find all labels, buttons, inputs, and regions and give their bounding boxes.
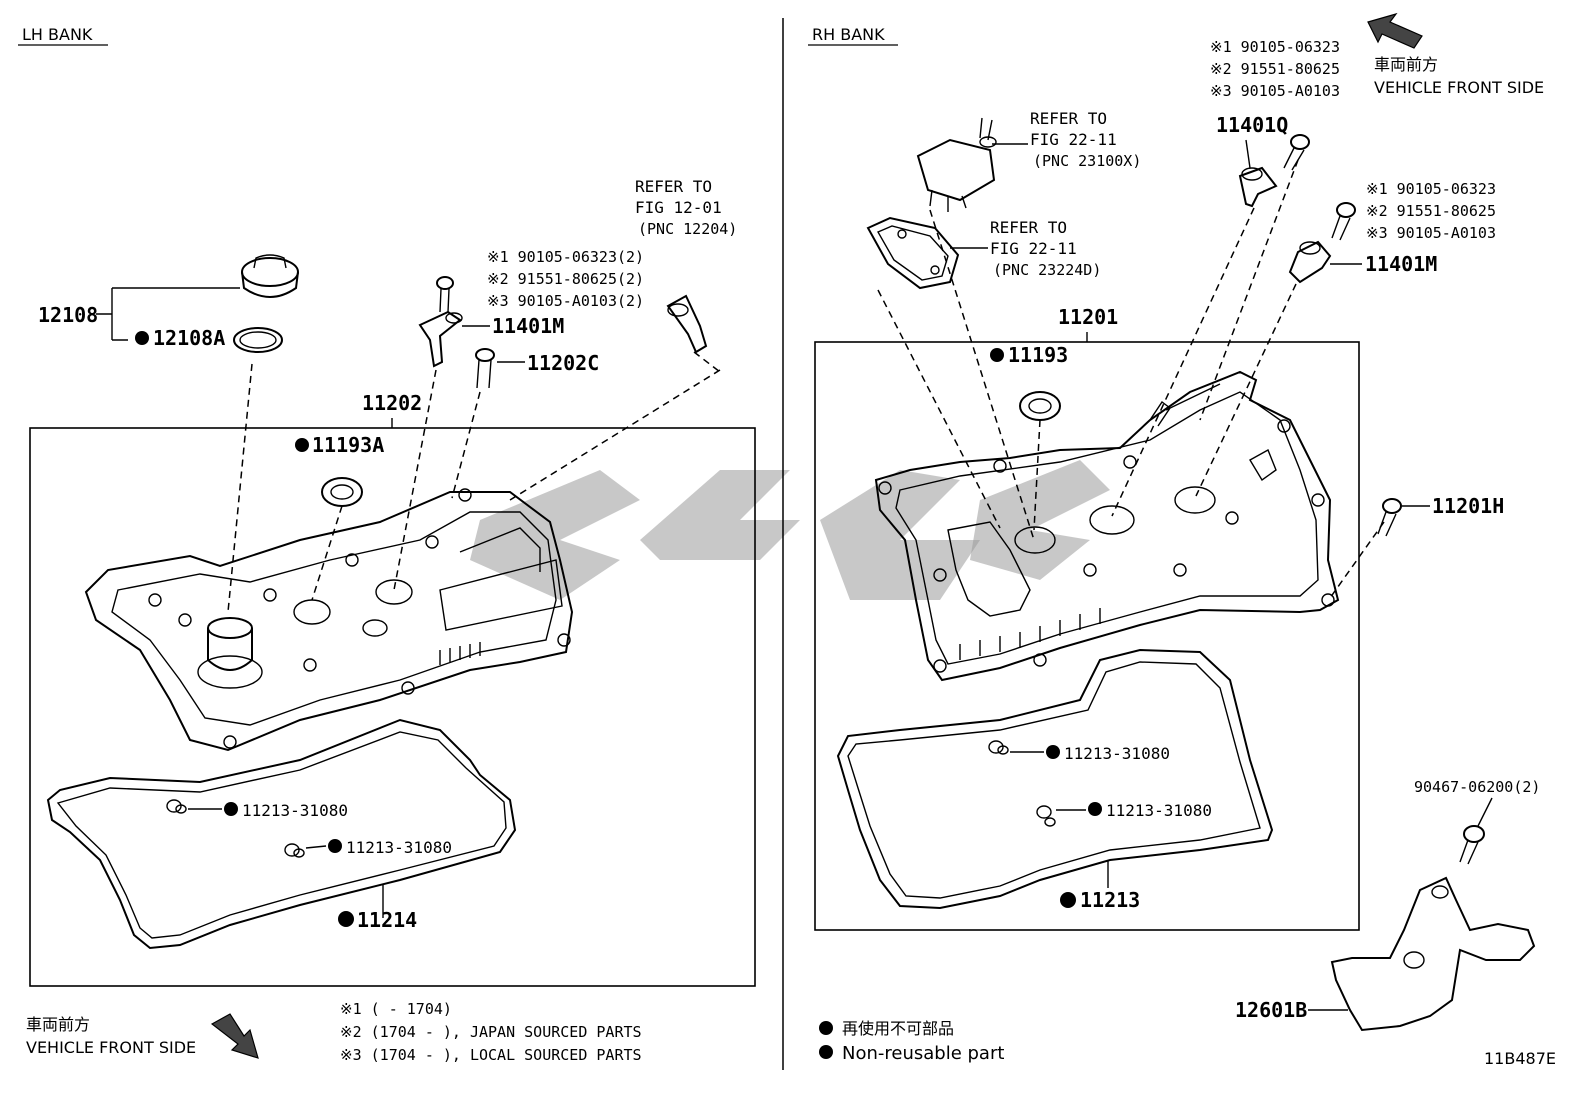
cam-position-sensor-icon <box>418 310 463 368</box>
label-11401m-rh: 11401M <box>1365 252 1437 276</box>
label-12108: 12108 <box>38 303 98 327</box>
rh-bolt-note-top-1: ※1 90105-06323 <box>1210 38 1340 56</box>
label-11201: 11201 <box>1058 305 1118 329</box>
label-11213: 11213 <box>1080 888 1140 912</box>
temperature-sensor-icon <box>666 294 708 354</box>
label-11214: 11214 <box>357 908 417 932</box>
grommet-icon <box>284 843 305 858</box>
cam-position-sensor-icon <box>1238 166 1278 208</box>
figure-code: 11B487E <box>1484 1049 1556 1068</box>
footnote-3: ※3 (1704 - ), LOCAL SOURCED PARTS <box>340 1046 642 1064</box>
rh-refer-b-line3: (PNC 23100X) <box>1033 152 1141 170</box>
lh-cover-frame <box>29 427 756 987</box>
legend-en: Non-reusable part <box>842 1043 1004 1064</box>
lh-refer-a-line3: (PNC 12204) <box>638 220 737 238</box>
label-11401q: 11401Q <box>1216 113 1288 137</box>
non-reusable-dot <box>135 331 149 345</box>
label-11213-31080-rh-b: 11213-31080 <box>1106 801 1212 820</box>
grommet-icon <box>166 799 187 814</box>
bolt-icon <box>1331 202 1356 241</box>
lh-refer-a-line1: REFER TO <box>635 177 712 196</box>
lh-bolt-note-1: ※1 90105-06323(2) <box>487 248 644 266</box>
lh-direction-en: VEHICLE FRONT SIDE <box>26 1038 196 1057</box>
label-11213-31080-lh-b: 11213-31080 <box>346 838 452 857</box>
legend-dot <box>819 1021 833 1035</box>
rh-valve-cover-icon <box>874 370 1340 682</box>
watermark-logo <box>470 460 1110 600</box>
rh-refer-c-line2: FIG 22-11 <box>990 239 1077 258</box>
label-11193a: 11193A <box>312 433 384 457</box>
rh-bolt-note-mid-2: ※2 91551-80625 <box>1366 202 1496 220</box>
lh-bolt-note-2: ※2 91551-80625(2) <box>487 270 644 288</box>
clip-icon <box>1459 825 1485 865</box>
footnote-2: ※2 (1704 - ), JAPAN SOURCED PARTS <box>340 1023 642 1041</box>
rh-bolt-note-mid-1: ※1 90105-06323 <box>1366 180 1496 198</box>
rh-direction-jp: 車両前方 <box>1374 55 1438 74</box>
legend-jp: 再使用不可部品 <box>842 1019 954 1038</box>
rh-bolt-note-top-2: ※2 91551-80625 <box>1210 60 1340 78</box>
filler-cap-gasket-icon <box>233 327 283 353</box>
oil-seal-icon <box>1019 391 1061 421</box>
vsv-valve-icon <box>916 117 997 212</box>
rh-bolt-note-mid-3: ※3 90105-A0103 <box>1366 224 1496 242</box>
label-11213-31080-lh-a: 11213-31080 <box>242 801 348 820</box>
rh-cover-frame <box>814 341 1360 931</box>
lh-valve-cover-icon <box>84 488 574 752</box>
oil-filler-cap-icon <box>241 254 299 298</box>
lh-bolt-note-3: ※3 90105-A0103(2) <box>487 292 644 310</box>
label-11401m-lh: 11401M <box>492 314 564 338</box>
label-12108a: 12108A <box>153 326 225 350</box>
cam-position-sensor-icon <box>1288 240 1332 284</box>
lh-cover-gasket-icon <box>46 718 517 950</box>
rh-direction-en: VEHICLE FRONT SIDE <box>1374 78 1544 97</box>
label-12601b: 12601B <box>1235 998 1307 1022</box>
arrow-down-right-icon <box>210 1013 259 1059</box>
oil-seal-icon <box>321 477 363 507</box>
label-11202c: 11202C <box>527 351 599 375</box>
arrow-up-left-icon <box>1367 12 1423 49</box>
rh-cover-gasket-icon <box>836 648 1274 910</box>
label-11202: 11202 <box>362 391 422 415</box>
bolt-icon <box>436 276 454 313</box>
grommet-icon <box>1036 805 1056 827</box>
rh-bank-title: RH BANK <box>812 25 885 44</box>
label-11193: 11193 <box>1008 343 1068 367</box>
rh-refer-b-line1: REFER TO <box>1030 109 1107 128</box>
label-11213-31080-rh-a: 11213-31080 <box>1064 744 1170 763</box>
stud-bolt-icon <box>475 348 495 389</box>
vsv-gasket-icon <box>866 216 960 290</box>
footnote-1: ※1 ( - 1704) <box>340 1000 452 1018</box>
engine-hanger-bracket-icon <box>1330 876 1536 1032</box>
bolt-icon <box>1377 498 1402 537</box>
rh-refer-c-line1: REFER TO <box>990 218 1067 237</box>
lh-bank-title: LH BANK <box>22 25 93 44</box>
label-90467: 90467-06200(2) <box>1414 778 1540 796</box>
rh-refer-b-line2: FIG 22-11 <box>1030 130 1117 149</box>
rh-refer-c-line3: (PNC 23224D) <box>993 261 1101 279</box>
rh-bolt-note-top-3: ※3 90105-A0103 <box>1210 82 1340 100</box>
label-11201h: 11201H <box>1432 494 1504 518</box>
lh-refer-a-line2: FIG 12-01 <box>635 198 722 217</box>
lh-direction-jp: 車両前方 <box>26 1015 90 1034</box>
grommet-icon <box>988 740 1009 755</box>
